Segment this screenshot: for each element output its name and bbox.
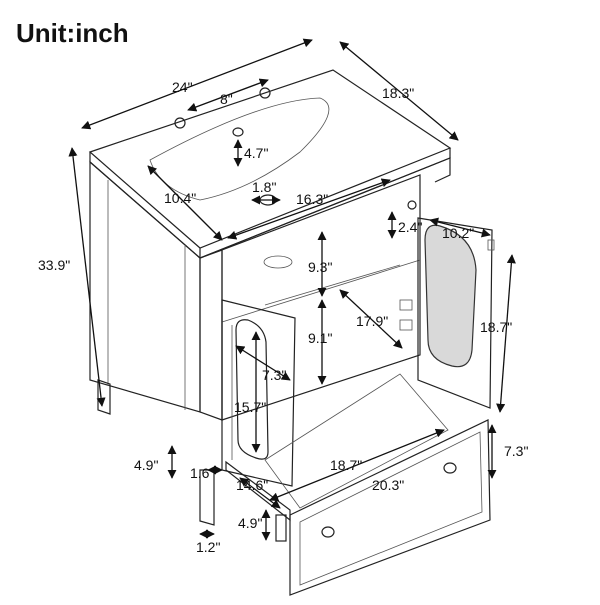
dim-shelf-depth: 17.9" bbox=[356, 313, 388, 329]
dim-leg-width: 1.2" bbox=[196, 539, 220, 555]
dim-slide-length: 14.6" bbox=[236, 477, 268, 493]
hinge-icon bbox=[399, 299, 413, 311]
unit-title: Unit:inch bbox=[16, 18, 129, 48]
slide-bracket bbox=[275, 514, 287, 542]
hinge-top-icon bbox=[407, 200, 417, 210]
drawer-knob-left bbox=[321, 526, 335, 538]
dim-basin-length: 16.3" bbox=[296, 191, 328, 207]
dimension-labels: 24" 18.3" 8" 4.7" 10.4" 1.8" 16.3" 33.9"… bbox=[38, 79, 528, 555]
dim-upper-space: 9.3" bbox=[308, 259, 332, 275]
dim-basin-front: 4.7" bbox=[244, 145, 268, 161]
left-door bbox=[221, 299, 296, 487]
dim-door-width: 10.2" bbox=[442, 225, 474, 241]
dim-door-height: 18.7" bbox=[480, 319, 512, 335]
dim-drain: 1.8" bbox=[252, 179, 276, 195]
dim-window-height: 15.7" bbox=[234, 399, 266, 415]
dim-top-width: 24" bbox=[172, 79, 193, 95]
dim-height: 33.9" bbox=[38, 257, 70, 273]
drawer-knob-right bbox=[443, 462, 457, 474]
dim-faucet-spacing: 8" bbox=[220, 91, 233, 107]
dim-top-depth: 18.3" bbox=[382, 85, 414, 101]
dimension-arrows bbox=[68, 38, 516, 541]
hinge-icon-2 bbox=[399, 319, 413, 331]
dim-basin-width: 10.4" bbox=[164, 190, 196, 206]
dim-lower-space: 9.1" bbox=[308, 330, 332, 346]
dim-drawer-height: 7.3" bbox=[504, 443, 528, 459]
dim-drawer-height-inner: 4.9" bbox=[238, 515, 262, 531]
dim-window-width: 7.3" bbox=[262, 367, 286, 383]
faucet-hole-center bbox=[232, 127, 244, 137]
dim-drawer-inner-width: 18.7" bbox=[330, 457, 362, 473]
dim-drawer-depth: 20.3" bbox=[372, 477, 404, 493]
dim-leg-height: 4.9" bbox=[134, 457, 158, 473]
dim-slide-width: 1.6" bbox=[190, 465, 214, 481]
dim-hinge-offset: 2.4" bbox=[398, 219, 422, 235]
